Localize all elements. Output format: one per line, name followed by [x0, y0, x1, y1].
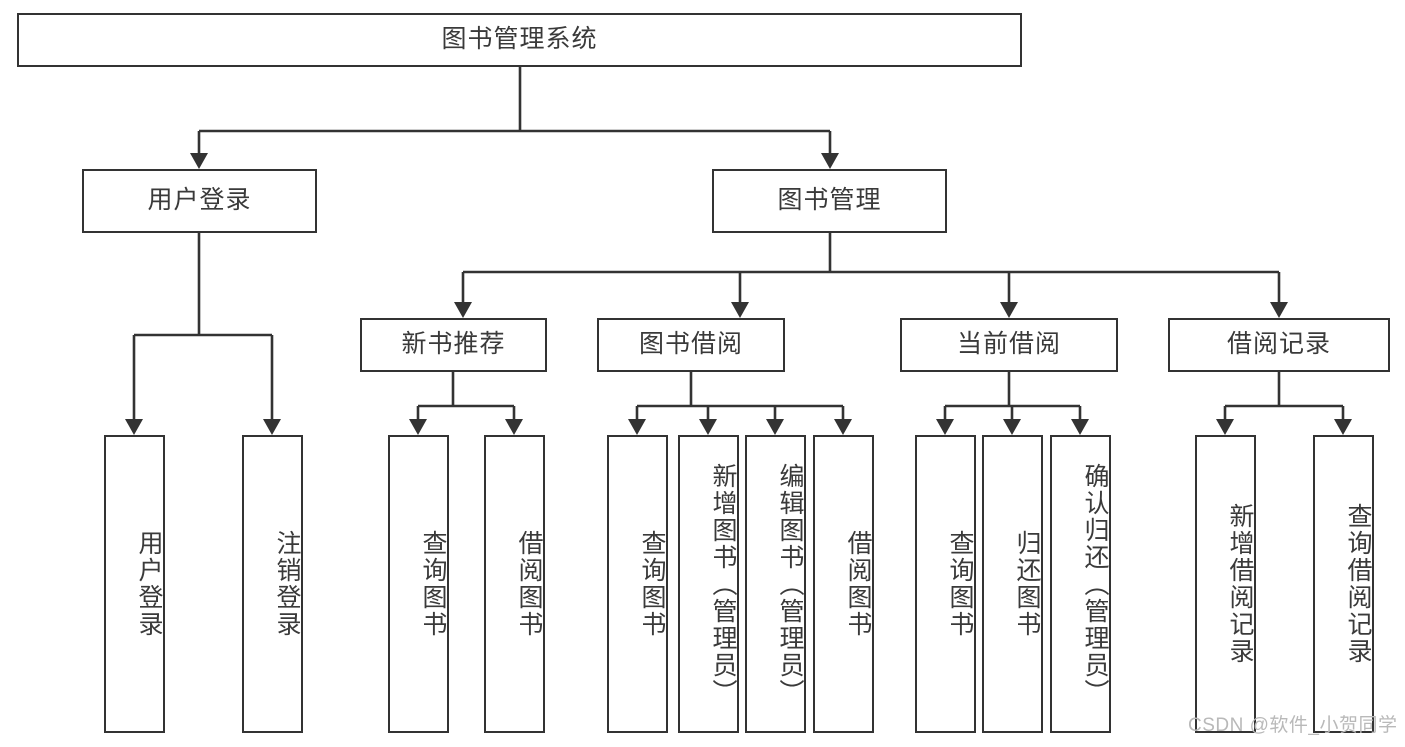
leaf-borrow-edit-book-admin[interactable]: 编辑图书（管理员） — [745, 435, 806, 733]
node-label: 图书管理 — [777, 186, 882, 215]
node-label: 查询图书 — [419, 530, 447, 638]
node-label: 用户登录 — [147, 186, 252, 215]
node-label: 查询借阅记录 — [1344, 503, 1372, 665]
node-borrow-record[interactable]: 借阅记录 — [1168, 318, 1390, 372]
leaf-recommend-query-book[interactable]: 查询图书 — [388, 435, 449, 733]
node-label: 图书管理系统 — [441, 25, 598, 54]
leaf-current-query-book[interactable]: 查询图书 — [915, 435, 976, 733]
leaf-record-add-borrow-record[interactable]: 新增借阅记录 — [1195, 435, 1256, 733]
leaf-user-login[interactable]: 用户登录 — [104, 435, 165, 733]
node-user-login[interactable]: 用户登录 — [82, 169, 317, 233]
node-label: 查询图书 — [946, 530, 974, 638]
node-new-book-recommend[interactable]: 新书推荐 — [360, 318, 547, 372]
node-book-borrow[interactable]: 图书借阅 — [597, 318, 785, 372]
node-label: 图书借阅 — [638, 330, 743, 359]
node-current-borrow[interactable]: 当前借阅 — [900, 318, 1118, 372]
node-root-book-management-system[interactable]: 图书管理系统 — [17, 13, 1022, 67]
node-label: 借阅记录 — [1226, 330, 1331, 359]
node-label: 注销登录 — [273, 530, 301, 638]
watermark-text: CSDN @软件_小贺同学 — [1188, 715, 1398, 736]
node-book-management[interactable]: 图书管理 — [712, 169, 947, 233]
node-label: 新增借阅记录 — [1226, 503, 1254, 665]
node-label: 归还图书 — [1013, 530, 1041, 638]
node-label: 当前借阅 — [956, 330, 1061, 359]
node-label: 查询图书 — [638, 530, 666, 638]
node-label: 用户登录 — [135, 530, 163, 638]
node-label: 借阅图书 — [844, 530, 872, 638]
node-label: 借阅图书 — [515, 530, 543, 638]
node-label: 新增图书（管理员） — [709, 462, 737, 706]
node-label: 编辑图书（管理员） — [776, 462, 804, 706]
leaf-record-query-borrow-record[interactable]: 查询借阅记录 — [1313, 435, 1374, 733]
leaf-current-confirm-return-admin[interactable]: 确认归还（管理员） — [1050, 435, 1111, 733]
leaf-borrow-borrow-book[interactable]: 借阅图书 — [813, 435, 874, 733]
leaf-current-return-book[interactable]: 归还图书 — [982, 435, 1043, 733]
leaf-borrow-query-book[interactable]: 查询图书 — [607, 435, 668, 733]
node-label: 确认归还（管理员） — [1081, 462, 1109, 706]
leaf-recommend-borrow-book[interactable]: 借阅图书 — [484, 435, 545, 733]
leaf-user-logout[interactable]: 注销登录 — [242, 435, 303, 733]
node-label: 新书推荐 — [401, 330, 506, 359]
leaf-borrow-add-book-admin[interactable]: 新增图书（管理员） — [678, 435, 739, 733]
